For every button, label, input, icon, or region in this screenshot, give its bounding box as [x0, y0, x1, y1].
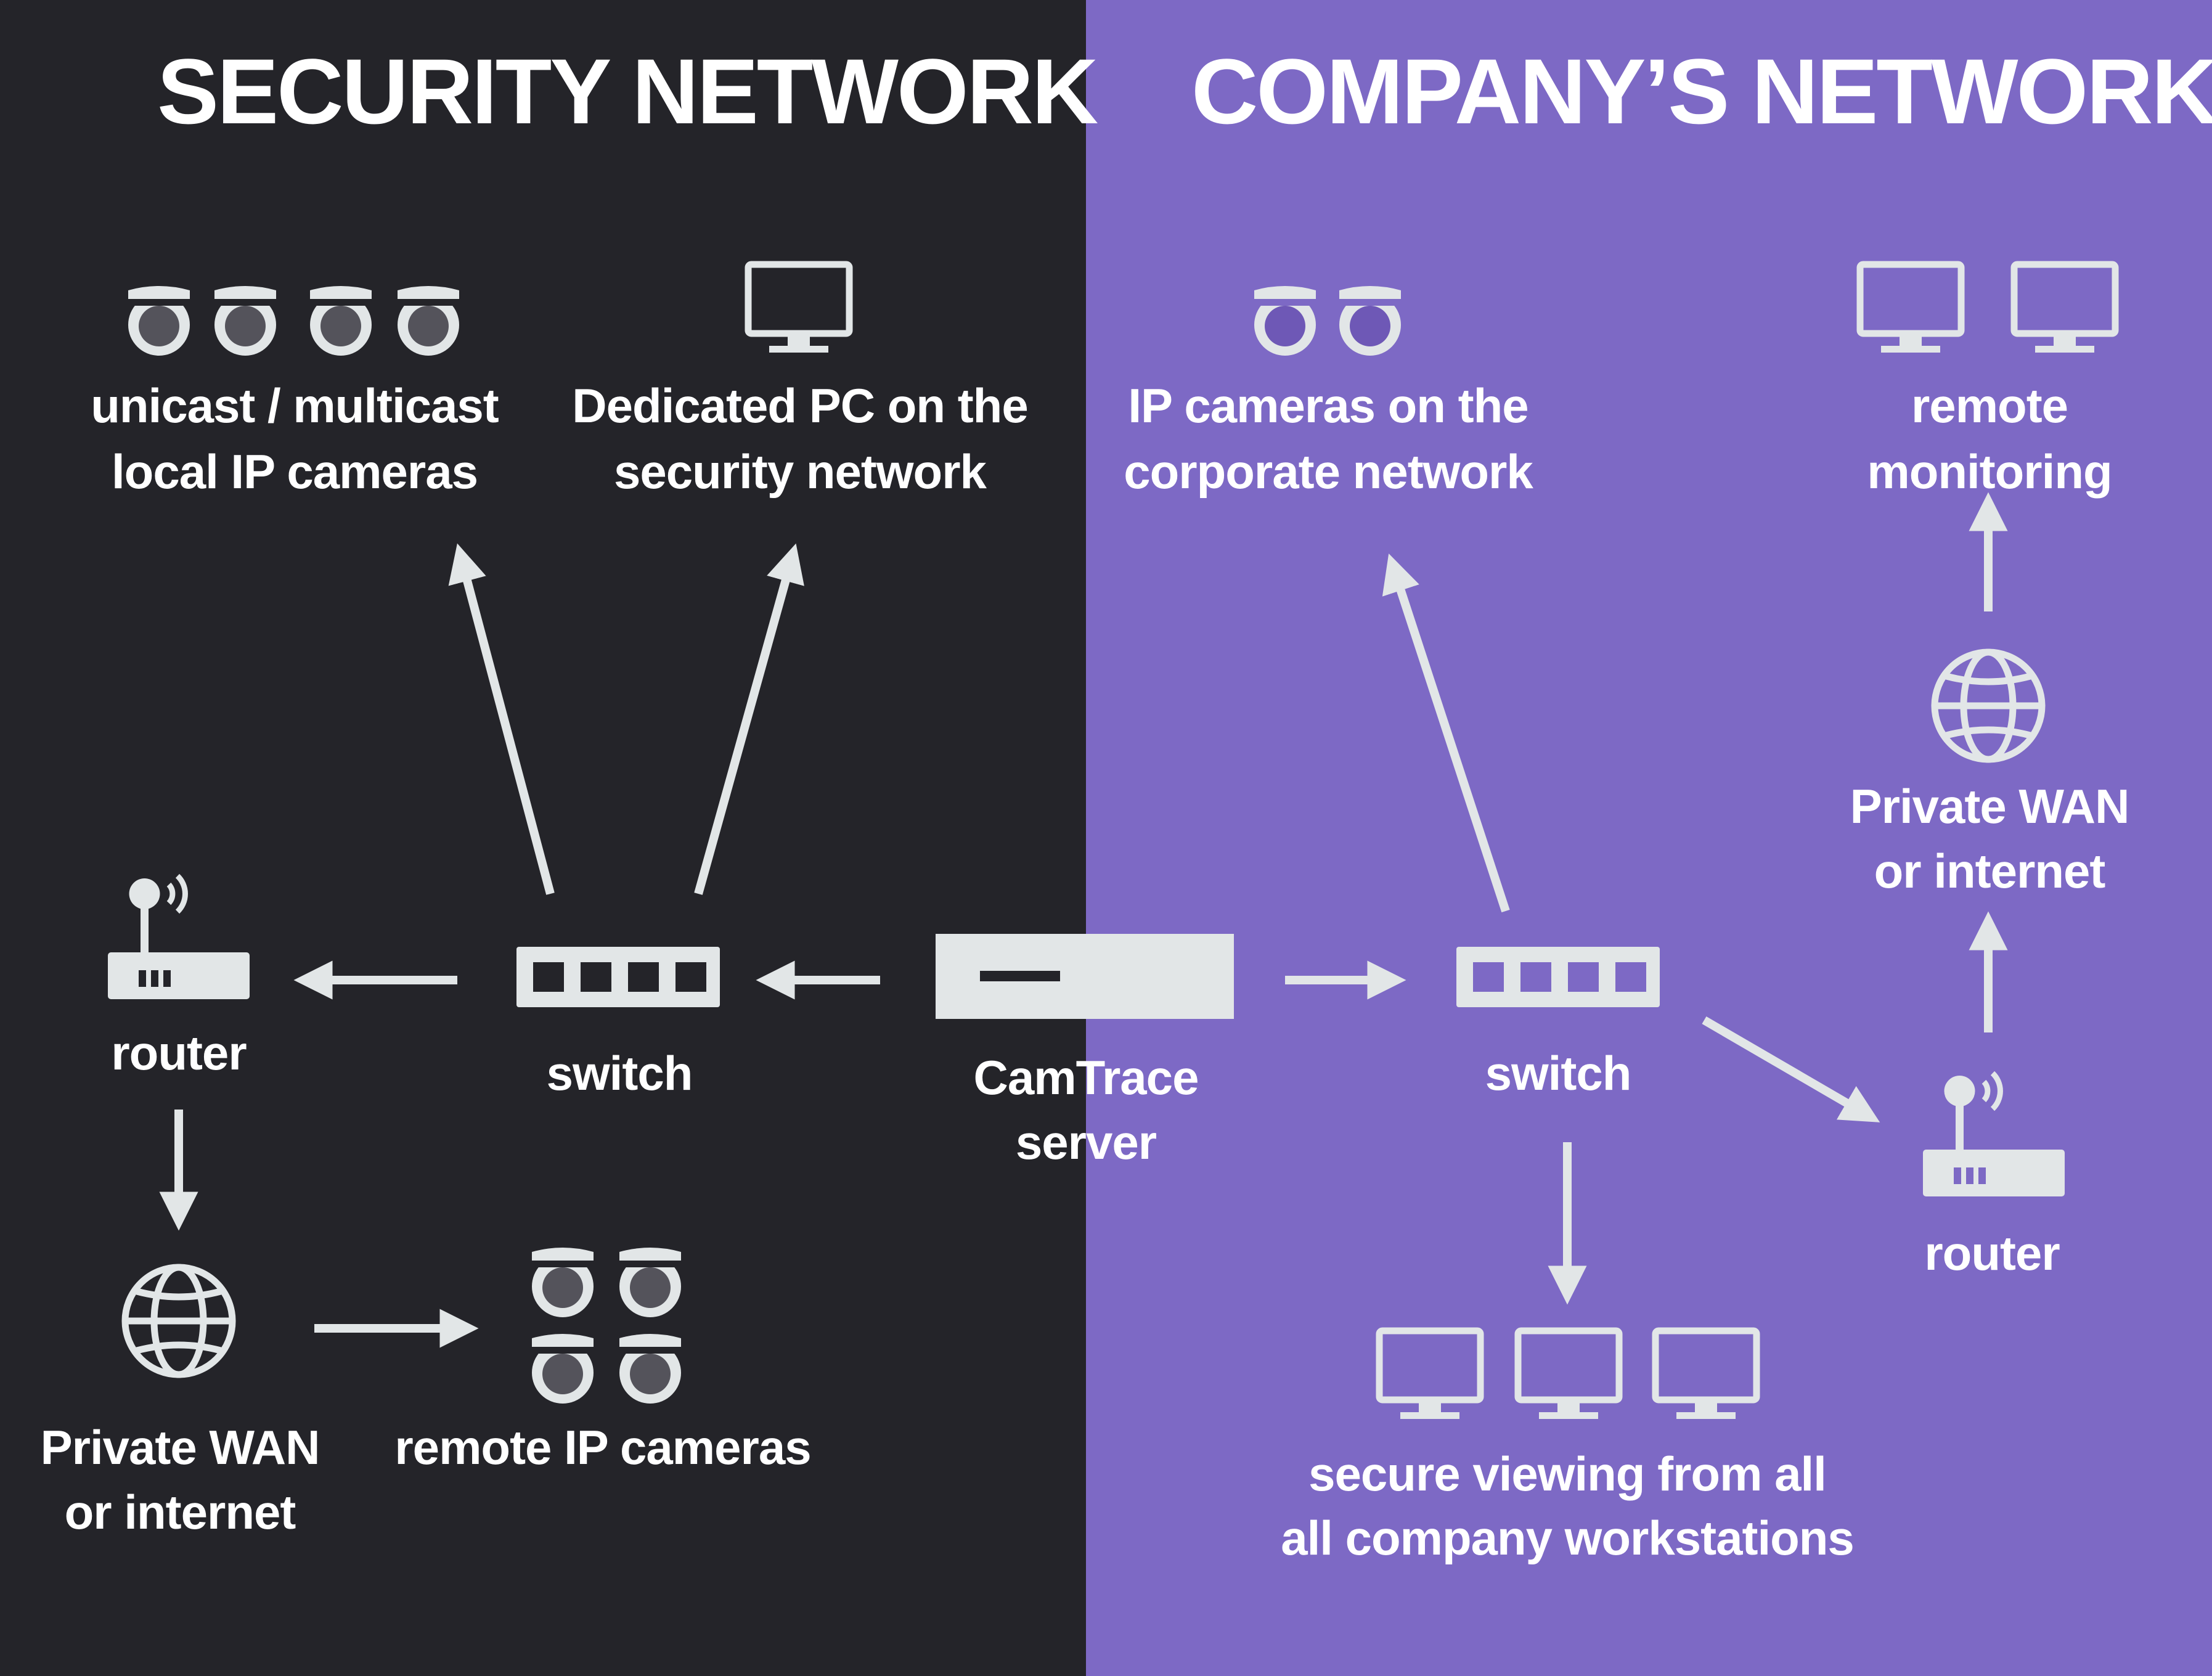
security-network-panel	[0, 0, 1086, 1676]
company-network-title: COMPANY’S NETWORK	[1191, 39, 2212, 143]
security-wan-label-line2: or internet	[65, 1485, 296, 1539]
company-switch-label: switch	[1485, 1046, 1631, 1100]
corporate-cameras-label-line2: corporate network	[1124, 444, 1533, 499]
arrow-switch-to-dedicated-pc	[694, 543, 804, 895]
security-router-label: router	[111, 1026, 247, 1080]
connection-arrows	[159, 492, 2008, 1348]
security-switch-label: switch	[547, 1046, 693, 1100]
server-label-line1: CamTrace	[974, 1050, 1199, 1105]
security-wan-label-line1: Private WAN	[41, 1420, 320, 1474]
network-switch-icon	[1456, 947, 1660, 1007]
dedicated-pc-label-line2: security network	[614, 444, 987, 499]
remote-monitoring-label-line2: monitoring	[1867, 444, 2112, 499]
local-cameras-label-line1: unicast / multicast	[91, 378, 499, 433]
remote-cameras-label: remote IP cameras	[394, 1420, 810, 1474]
security-network-title: SECURITY NETWORK	[157, 39, 1098, 143]
network-switch-icon	[516, 947, 720, 1007]
workstations-label-line1: secure viewing from all	[1308, 1447, 1826, 1501]
company-network-panel	[1086, 0, 2212, 1676]
arrow-switch-to-company-router	[1702, 1016, 1880, 1122]
company-router-label: router	[1924, 1226, 2060, 1280]
company-wan-label-line1: Private WAN	[1850, 779, 2129, 833]
remote-monitoring-label-line1: remote	[1911, 378, 2068, 433]
company-wan-label-line2: or internet	[1874, 844, 2106, 898]
local-cameras-label-line2: local IP cameras	[112, 444, 478, 499]
camtrace-server	[936, 934, 1234, 1019]
dedicated-pc-label-line1: Dedicated PC on the	[572, 378, 1027, 433]
workstations-label-line2: all company workstations	[1281, 1511, 1854, 1565]
server-label-line2: server	[1016, 1115, 1157, 1169]
arrow-switch-to-corporate-cameras	[1382, 554, 1510, 913]
corporate-cameras-label-line1: IP cameras on the	[1128, 378, 1528, 433]
arrow-switch-to-local-cameras	[448, 543, 555, 895]
